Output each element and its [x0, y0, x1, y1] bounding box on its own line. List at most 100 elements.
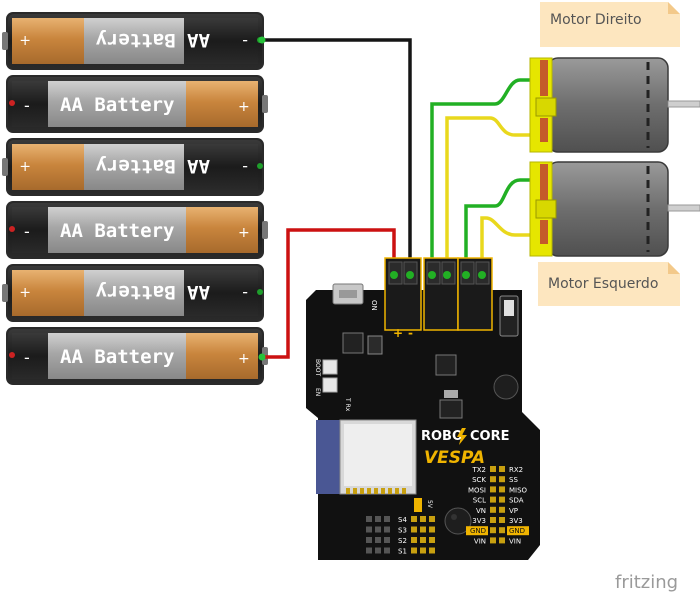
buzzer [493, 374, 519, 400]
pin-label-vin: VIN [509, 537, 521, 545]
motor-esquerdo [529, 161, 700, 257]
servo-pin [429, 537, 435, 543]
servo-label-s4: S4 [398, 516, 407, 524]
battery-plus: + [238, 351, 250, 367]
fritzing-watermark: fritzing [615, 572, 678, 593]
brand-robo: ROBO [421, 429, 463, 444]
pin-label-vin: VIN [474, 537, 486, 545]
servo-pin [411, 547, 417, 554]
boot-label: BOOT [314, 359, 321, 376]
pin [499, 486, 505, 493]
green-wire-motor-direito [430, 78, 540, 275]
yellow-wire-motor-direito [445, 116, 533, 275]
pad [384, 526, 390, 533]
en-button[interactable] [322, 377, 338, 393]
battery-label: AA Battery [96, 281, 210, 303]
pin [499, 537, 505, 544]
battery-plus: + [19, 32, 31, 48]
pad [375, 547, 381, 554]
wire-end [258, 36, 266, 44]
servo-pin [420, 547, 426, 554]
battery-2: AA Battery-+ [6, 75, 268, 133]
terminal-minus: - [408, 326, 413, 340]
terminal-plus: + [393, 326, 403, 340]
pin [490, 527, 496, 534]
battery-label: AA Battery [60, 220, 174, 242]
pin [499, 476, 505, 483]
pin [490, 506, 496, 513]
battery-minus: - [24, 348, 30, 367]
switch-on-label: ON [370, 300, 378, 311]
pad [384, 537, 390, 543]
battery-label: AA Battery [60, 346, 174, 368]
servo-pin [411, 526, 417, 533]
servo-pin [420, 526, 426, 533]
pin [490, 517, 496, 523]
wires [258, 36, 540, 361]
green-wire-motor-esquerdo [464, 178, 540, 275]
label-motor-direito: Motor Direito [550, 12, 642, 28]
pin-label-gnd: GND [470, 527, 486, 535]
label-motor-esquerdo: Motor Esquerdo [548, 276, 658, 292]
battery-plus: + [238, 225, 250, 241]
brand-core: CORE [470, 429, 509, 444]
pin [490, 466, 496, 472]
battery-3: AA Battery+- [2, 138, 264, 196]
pad [375, 516, 381, 522]
pad [384, 516, 390, 522]
battery-label: AA Battery [60, 94, 174, 116]
pin-label-sck: SCK [472, 476, 486, 484]
pin [490, 496, 496, 503]
terminal-pins [390, 271, 486, 279]
pin-header [490, 466, 505, 544]
pin-label-3v3: 3V3 [509, 517, 523, 525]
lightning-icon [457, 428, 467, 445]
pin [490, 486, 496, 493]
servo-label-s3: S3 [398, 527, 407, 535]
battery-plus: + [19, 284, 31, 300]
model-label: VESPA [424, 448, 485, 468]
servo-pin [429, 516, 435, 522]
battery-minus: - [242, 158, 248, 177]
red-wire [262, 228, 396, 359]
servo-pin [429, 526, 435, 533]
switch-off-label: OFF [525, 314, 533, 328]
pin [499, 506, 505, 513]
battery-4: AA Battery - + [6, 201, 268, 259]
note-motor-direito: Motor Direito [540, 2, 680, 47]
servo-pin [411, 516, 417, 522]
battery-label: AA Battery [96, 155, 210, 177]
battery-minus: - [242, 32, 248, 51]
pin-label-vp: VP [509, 507, 518, 515]
pad [366, 526, 372, 533]
yellow-wire-motor-esquerdo [480, 216, 533, 275]
pin-label-tx2: TX2 [471, 466, 486, 474]
battery-6: AA Battery - + [6, 327, 268, 385]
vespa-board: + - ON OFF BOOT EN T Rx ROBO COR [306, 257, 540, 560]
pin-label-miso: MISO [509, 486, 528, 494]
boot-button[interactable] [322, 359, 338, 375]
black-wire [262, 38, 412, 275]
servo-label-s1: S1 [398, 548, 407, 556]
servo-5v-label: 5V [426, 500, 433, 509]
battery-pack: AA Battery + - AA Battery - + AA Battery + - AA B… [2, 12, 268, 385]
battery-minus: - [24, 222, 30, 241]
en-label: EN [314, 388, 321, 396]
pad [366, 537, 372, 543]
chip [342, 332, 364, 354]
trx-label: T Rx [344, 397, 351, 412]
battery-minus: - [242, 284, 248, 303]
pin-label-3v3: 3V3 [472, 517, 486, 525]
battery-1: AA Battery + - [2, 12, 264, 70]
battery-label: AA Battery [96, 29, 210, 51]
pin [499, 466, 505, 472]
pin-label-ss: SS [509, 476, 518, 484]
pin-label-scl: SCL [473, 497, 486, 505]
motor-direito [529, 57, 700, 153]
pad [366, 516, 372, 522]
pin-label-rx2: RX2 [509, 466, 523, 474]
